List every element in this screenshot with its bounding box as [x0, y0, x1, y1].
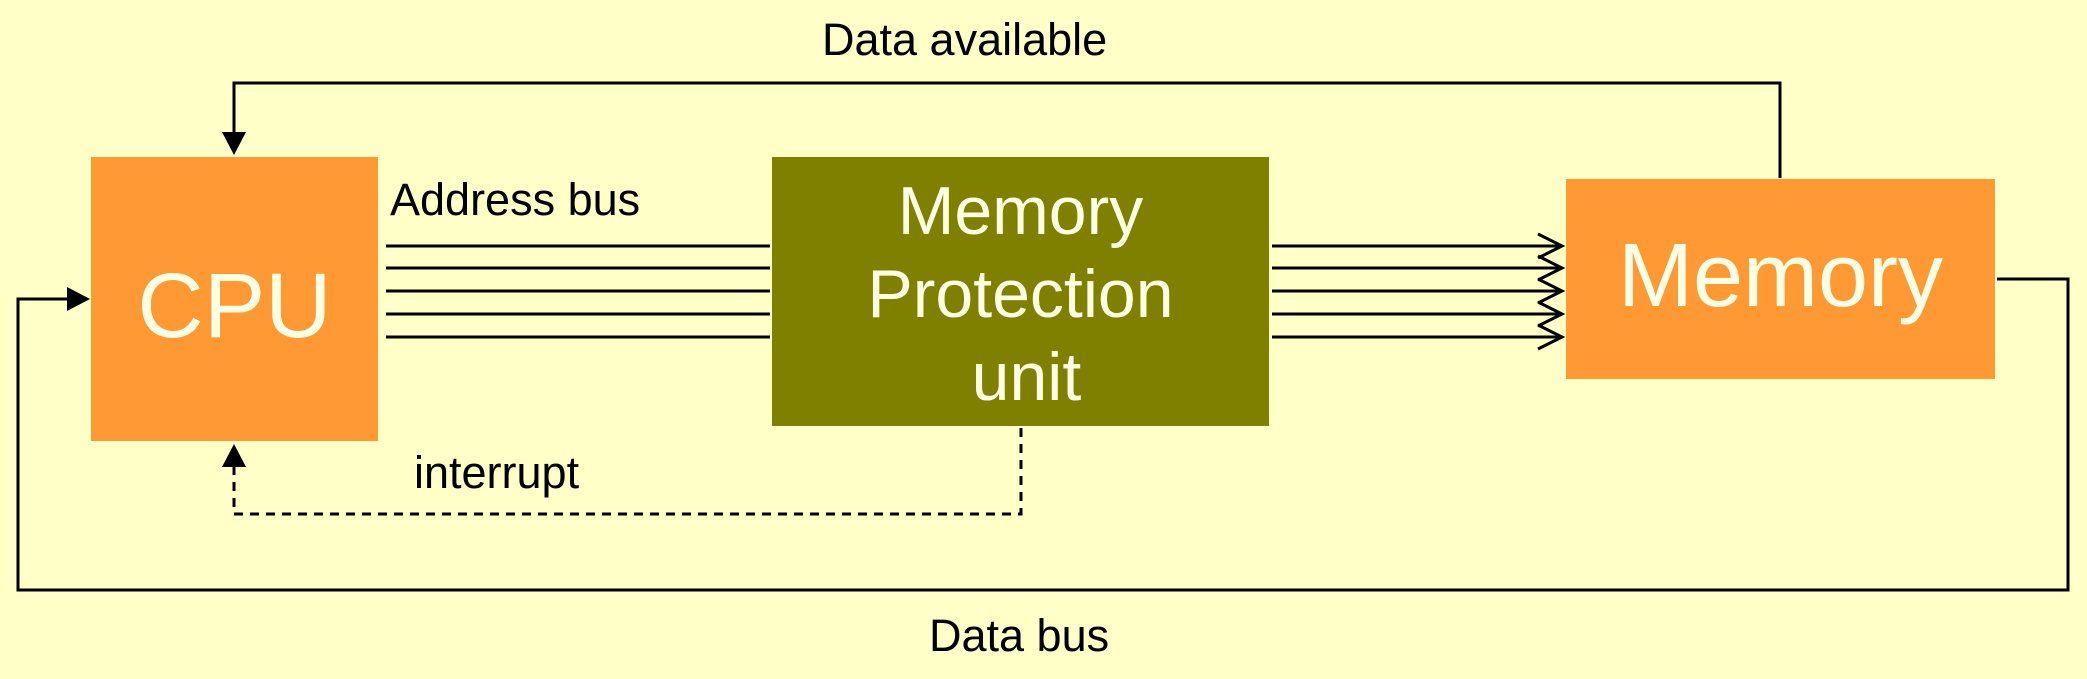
address-bus-arrowhead: [1537, 323, 1566, 351]
interrupt-arrowhead: [222, 444, 246, 467]
cpu-label: CPU: [137, 254, 332, 357]
memory-protection-unit-block: Memory Protection unit: [772, 157, 1269, 426]
address-bus-arrowhead: [1537, 300, 1566, 328]
address-bus-arrowhead: [1537, 277, 1566, 305]
interrupt-connection: [222, 428, 1023, 516]
data-bus-connection: [16, 277, 2070, 592]
mpu-label-line-1: Memory: [897, 173, 1144, 249]
cpu-block: CPU: [91, 157, 378, 441]
mpu-label-line-2: Protection: [867, 256, 1174, 332]
data-bus-line: [16, 277, 2070, 592]
data-available-arrowhead: [222, 132, 246, 155]
memory-block: Memory: [1566, 179, 1995, 379]
address-bus-arrowhead: [1537, 254, 1566, 282]
data-available-connection: [222, 81, 1782, 178]
interrupt-line: [232, 428, 1023, 516]
address-bus-label: Address bus: [390, 174, 641, 225]
data-available-label: Data available: [822, 14, 1108, 65]
data-bus-label: Data bus: [929, 610, 1110, 661]
address-bus-cpu-to-mpu: [386, 244, 770, 339]
memory-label: Memory: [1617, 225, 1944, 326]
data-available-line: [232, 81, 1782, 178]
interrupt-label: interrupt: [414, 447, 580, 498]
address-bus-mpu-to-memory: [1272, 232, 1566, 351]
address-bus-arrowhead: [1537, 232, 1566, 260]
data-bus-arrowhead: [67, 287, 90, 311]
mpu-label-line-3: unit: [971, 339, 1082, 415]
